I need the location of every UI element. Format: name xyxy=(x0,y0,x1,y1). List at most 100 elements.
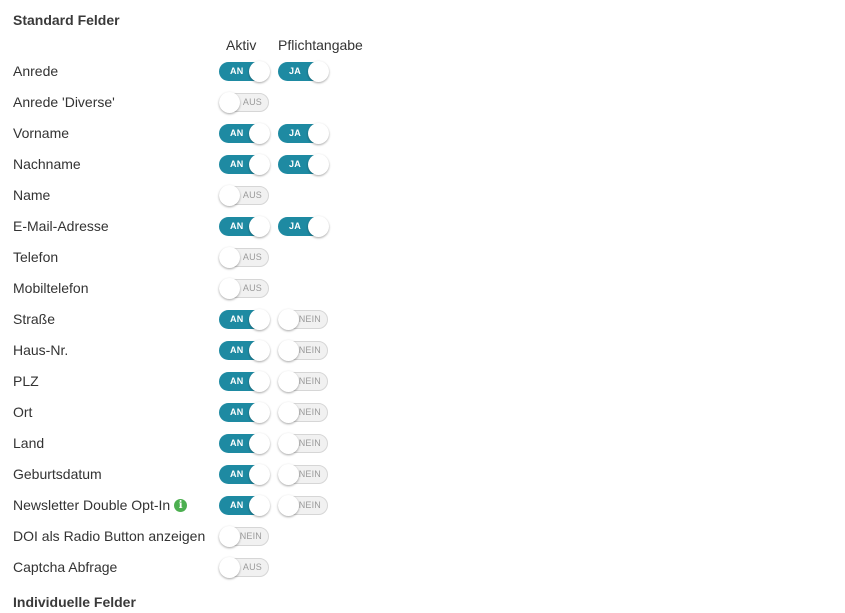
field-label-name: Name xyxy=(13,187,50,203)
toggle-knob[interactable] xyxy=(249,371,270,392)
toggle-knob[interactable] xyxy=(219,557,240,578)
toggle-state-label: NEIN xyxy=(298,345,321,355)
active-toggle-straße[interactable]: AN xyxy=(219,309,270,330)
field-label-text: Nachname xyxy=(13,156,81,172)
field-label-text: PLZ xyxy=(13,373,39,389)
toggle-knob[interactable] xyxy=(249,402,270,423)
toggle-knob[interactable] xyxy=(219,185,240,206)
active-toggle-anrede[interactable]: AN xyxy=(219,61,270,82)
active-toggle-vorname[interactable]: AN xyxy=(219,123,270,144)
toggle-knob[interactable] xyxy=(219,247,240,268)
toggle-state-label: JA xyxy=(289,159,301,169)
required-toggle-newsletter-double-opt-in[interactable]: NEIN xyxy=(278,495,328,516)
field-label-captcha-abfrage: Captcha Abfrage xyxy=(13,559,117,575)
toggle-knob[interactable] xyxy=(308,61,329,82)
toggle-knob[interactable] xyxy=(249,495,270,516)
toggle-state-label: AUS xyxy=(242,562,262,572)
toggle-knob[interactable] xyxy=(249,61,270,82)
toggle-knob[interactable] xyxy=(219,92,240,113)
toggle-state-label: AN xyxy=(230,221,244,231)
field-label-ort: Ort xyxy=(13,404,32,420)
toggle-state-label: AUS xyxy=(242,190,262,200)
toggle-knob[interactable] xyxy=(249,216,270,237)
toggle-knob[interactable] xyxy=(249,123,270,144)
toggle-knob[interactable] xyxy=(249,309,270,330)
toggle-knob[interactable] xyxy=(249,433,270,454)
required-toggle-vorname[interactable]: JA xyxy=(278,123,329,144)
active-toggle-nachname[interactable]: AN xyxy=(219,154,270,175)
toggle-state-label: JA xyxy=(289,221,301,231)
required-toggle-e-mail-adresse[interactable]: JA xyxy=(278,216,329,237)
active-toggle-ort[interactable]: AN xyxy=(219,402,270,423)
toggle-state-label: NEIN xyxy=(298,469,321,479)
field-label-text: Name xyxy=(13,187,51,203)
toggle-state-label: AN xyxy=(230,128,244,138)
toggle-state-label: NEIN xyxy=(298,376,321,386)
field-label-geburtsdatum: Geburtsdatum xyxy=(13,466,102,482)
toggle-state-label: AUS xyxy=(242,97,262,107)
toggle-knob[interactable] xyxy=(219,526,240,547)
toggle-knob[interactable] xyxy=(308,154,329,175)
required-toggle-plz[interactable]: NEIN xyxy=(278,371,328,392)
active-toggle-land[interactable]: AN xyxy=(219,433,270,454)
active-toggle-newsletter-double-opt-in[interactable]: AN xyxy=(219,495,270,516)
toggle-knob[interactable] xyxy=(308,123,329,144)
toggle-knob[interactable] xyxy=(278,495,299,516)
active-toggle-e-mail-adresse[interactable]: AN xyxy=(219,216,270,237)
toggle-knob[interactable] xyxy=(249,154,270,175)
active-toggle-name[interactable]: AUS xyxy=(219,185,269,206)
field-label-text: Ort xyxy=(13,404,33,420)
field-label-text: Land xyxy=(13,435,45,451)
required-toggle-haus-nr[interactable]: NEIN xyxy=(278,340,328,361)
active-toggle-anrede-diverse[interactable]: AUS xyxy=(219,92,269,113)
column-header-required: Pflichtangabe xyxy=(278,37,363,53)
active-toggle-haus-nr[interactable]: AN xyxy=(219,340,270,361)
field-label-telefon: Telefon xyxy=(13,249,58,265)
toggle-knob[interactable] xyxy=(278,371,299,392)
toggle-knob[interactable] xyxy=(278,402,299,423)
active-toggle-doi-als-radio-button-anzeigen[interactable]: NEIN xyxy=(219,526,269,547)
toggle-knob[interactable] xyxy=(219,278,240,299)
toggle-state-label: AN xyxy=(230,469,244,479)
field-label-plz: PLZ xyxy=(13,373,39,389)
info-icon[interactable]: i xyxy=(174,498,188,512)
active-toggle-telefon[interactable]: AUS xyxy=(219,247,269,268)
standard-fields-title: Standard Felder xyxy=(13,12,120,28)
toggle-knob[interactable] xyxy=(249,464,270,485)
toggle-knob[interactable] xyxy=(278,340,299,361)
field-label-text: Geburtsdatum xyxy=(13,466,102,482)
active-toggle-plz[interactable]: AN xyxy=(219,371,270,392)
field-label-nachname: Nachname xyxy=(13,156,81,172)
active-toggle-geburtsdatum[interactable]: AN xyxy=(219,464,270,485)
required-toggle-straße[interactable]: NEIN xyxy=(278,309,328,330)
toggle-state-label: AUS xyxy=(242,283,262,293)
required-toggle-land[interactable]: NEIN xyxy=(278,433,328,454)
active-toggle-mobiltelefon[interactable]: AUS xyxy=(219,278,269,299)
field-label-text: Haus-Nr. xyxy=(13,342,69,358)
toggle-state-label: AN xyxy=(230,345,244,355)
required-toggle-nachname[interactable]: JA xyxy=(278,154,329,175)
toggle-state-label: AUS xyxy=(242,252,262,262)
field-label-text: E-Mail-Adresse xyxy=(13,218,109,234)
field-label-anrede: Anrede xyxy=(13,63,58,79)
toggle-state-label: JA xyxy=(289,128,301,138)
required-toggle-anrede[interactable]: JA xyxy=(278,61,329,82)
toggle-knob[interactable] xyxy=(278,309,299,330)
toggle-knob[interactable] xyxy=(249,340,270,361)
required-toggle-ort[interactable]: NEIN xyxy=(278,402,328,423)
field-label-text: Anrede 'Diverse' xyxy=(13,94,115,110)
required-toggle-geburtsdatum[interactable]: NEIN xyxy=(278,464,328,485)
field-label-text: Straße xyxy=(13,311,56,327)
toggle-knob[interactable] xyxy=(278,433,299,454)
field-label-text: Anrede xyxy=(13,63,59,79)
active-toggle-captcha-abfrage[interactable]: AUS xyxy=(219,557,269,578)
toggle-knob[interactable] xyxy=(278,464,299,485)
field-label-haus-nr: Haus-Nr. xyxy=(13,342,68,358)
column-header-active: Aktiv xyxy=(226,37,257,53)
toggle-knob[interactable] xyxy=(308,216,329,237)
field-label-e-mail-adresse: E-Mail-Adresse xyxy=(13,218,109,234)
toggle-state-label: NEIN xyxy=(239,531,262,541)
toggle-state-label: AN xyxy=(230,66,244,76)
toggle-state-label: NEIN xyxy=(298,314,321,324)
